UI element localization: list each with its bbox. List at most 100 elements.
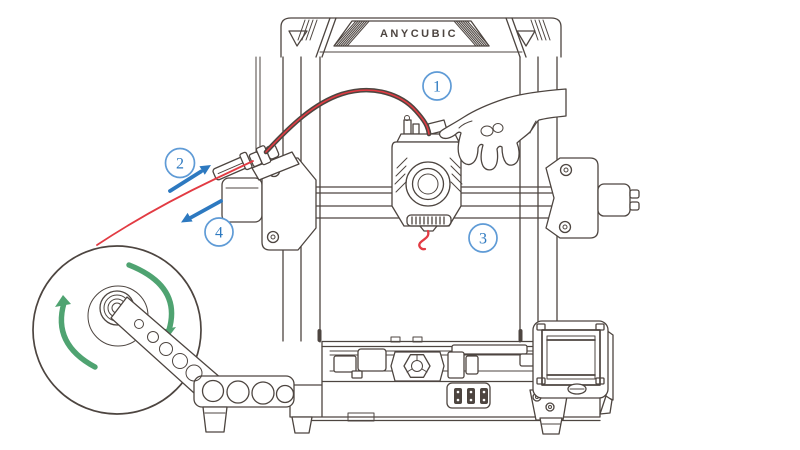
left-cap-hatch [297, 19, 318, 41]
rotation-arrow-left-head [55, 295, 71, 307]
knob-spokes [406, 355, 428, 373]
port-pin [469, 390, 473, 394]
y-carriage-part [333, 355, 357, 373]
port-slot [467, 388, 475, 404]
port-pin [456, 390, 460, 394]
x-gantry-left-bracket [221, 151, 317, 251]
step-3-badge [468, 223, 498, 253]
corner-clip [536, 323, 546, 331]
step-4-badge [204, 217, 234, 247]
filament-spool [32, 245, 202, 415]
step-1-badge [422, 71, 452, 101]
step-2-arrow [168, 169, 203, 193]
right-cap-hatch [530, 19, 551, 41]
screw [545, 402, 555, 412]
arm-hole [134, 319, 144, 329]
extruder-post [403, 119, 412, 135]
step-direction-arrows [168, 165, 223, 223]
filament-tip-curl [418, 229, 430, 251]
y-carriage-part [357, 348, 387, 372]
extruder-bolt [404, 115, 410, 121]
y-carriage-part [465, 355, 479, 375]
clip-line [217, 161, 245, 175]
arm-hole [159, 342, 173, 356]
base-foot-left [291, 416, 313, 434]
top-gantry-beam: ANYCUBIC [280, 17, 562, 58]
step-4-number: 4 [215, 225, 223, 242]
belt-tensioner-knob [403, 354, 431, 378]
left-column-stop [317, 329, 322, 342]
arm-hole-large [275, 384, 295, 404]
spool-holder-arm [110, 296, 295, 433]
screw-center [548, 405, 552, 409]
rotation-arrow-right [126, 262, 175, 333]
filament-spool-to-sensor [96, 160, 254, 246]
step-3-number: 3 [479, 231, 487, 248]
tensioner-plate [390, 351, 445, 382]
spool-outer-rim [32, 245, 202, 415]
arm-hole [172, 353, 188, 369]
step-badges: 1 2 3 4 [164, 71, 498, 253]
ptfe-clip [212, 151, 253, 181]
x-gantry-right-bracket [545, 157, 640, 239]
brand-logo: ANYCUBIC [380, 28, 458, 40]
arm-hole-large [201, 379, 225, 403]
step-2-number: 2 [176, 156, 184, 173]
left-vent-slats [394, 157, 408, 193]
finger-knuckle [492, 123, 504, 133]
belt-tensioner-block [597, 183, 631, 217]
step-2-arrow-head [199, 165, 211, 175]
port-pin [482, 398, 486, 402]
cooling-fan-outer [405, 161, 451, 207]
hatch-band-right [453, 20, 490, 47]
rotation-arrow-left [58, 300, 98, 370]
port-pin [456, 398, 460, 402]
left-cap-slant [315, 17, 337, 58]
sensor-mount-plate [251, 151, 300, 181]
right-vent-slats [449, 157, 463, 193]
port-pin [469, 398, 473, 402]
port-pin [482, 390, 486, 394]
step-4-arrow-head [181, 212, 193, 223]
arm-foot [202, 406, 228, 433]
y-frame-bar [451, 344, 528, 355]
corner-clip [536, 377, 546, 385]
cooling-fan-ring [411, 167, 445, 201]
nozzle-shroud [419, 225, 438, 232]
display-module [529, 320, 614, 435]
arm-hole [147, 331, 159, 343]
step-1-number: 1 [433, 79, 441, 96]
beam-outline [280, 17, 562, 58]
x-motor-block [221, 177, 263, 223]
step-4-arrow [189, 199, 223, 220]
arm-hole-large [251, 381, 275, 405]
arm-hole-large [226, 380, 250, 404]
hand-illustration [438, 88, 567, 171]
index-knuckle-crease [458, 120, 473, 129]
filament-in-tube [265, 89, 430, 153]
grille-slots [411, 216, 445, 225]
port-slot [480, 388, 488, 404]
z-lead-screw [255, 56, 261, 163]
screw [558, 220, 572, 234]
filament-path [96, 87, 432, 246]
screw-center [562, 224, 568, 230]
bed-clip [390, 336, 401, 343]
screw-center [270, 234, 276, 240]
port-slot [454, 388, 462, 404]
right-cap-triangle [516, 30, 536, 47]
thumb-knuckle [480, 125, 494, 137]
printer-base [289, 336, 601, 434]
screen-bezel-bars [546, 339, 596, 376]
cooling-fan-hub [417, 173, 439, 195]
display-foot [539, 417, 563, 435]
tensioner-knob-bottom [629, 201, 640, 211]
base-trim [347, 412, 375, 422]
screw [559, 163, 573, 177]
step-2-badge [164, 147, 196, 179]
extruder-part [412, 123, 420, 135]
screen[interactable] [546, 335, 596, 380]
right-cap-slant [505, 17, 527, 58]
screw [266, 230, 280, 244]
